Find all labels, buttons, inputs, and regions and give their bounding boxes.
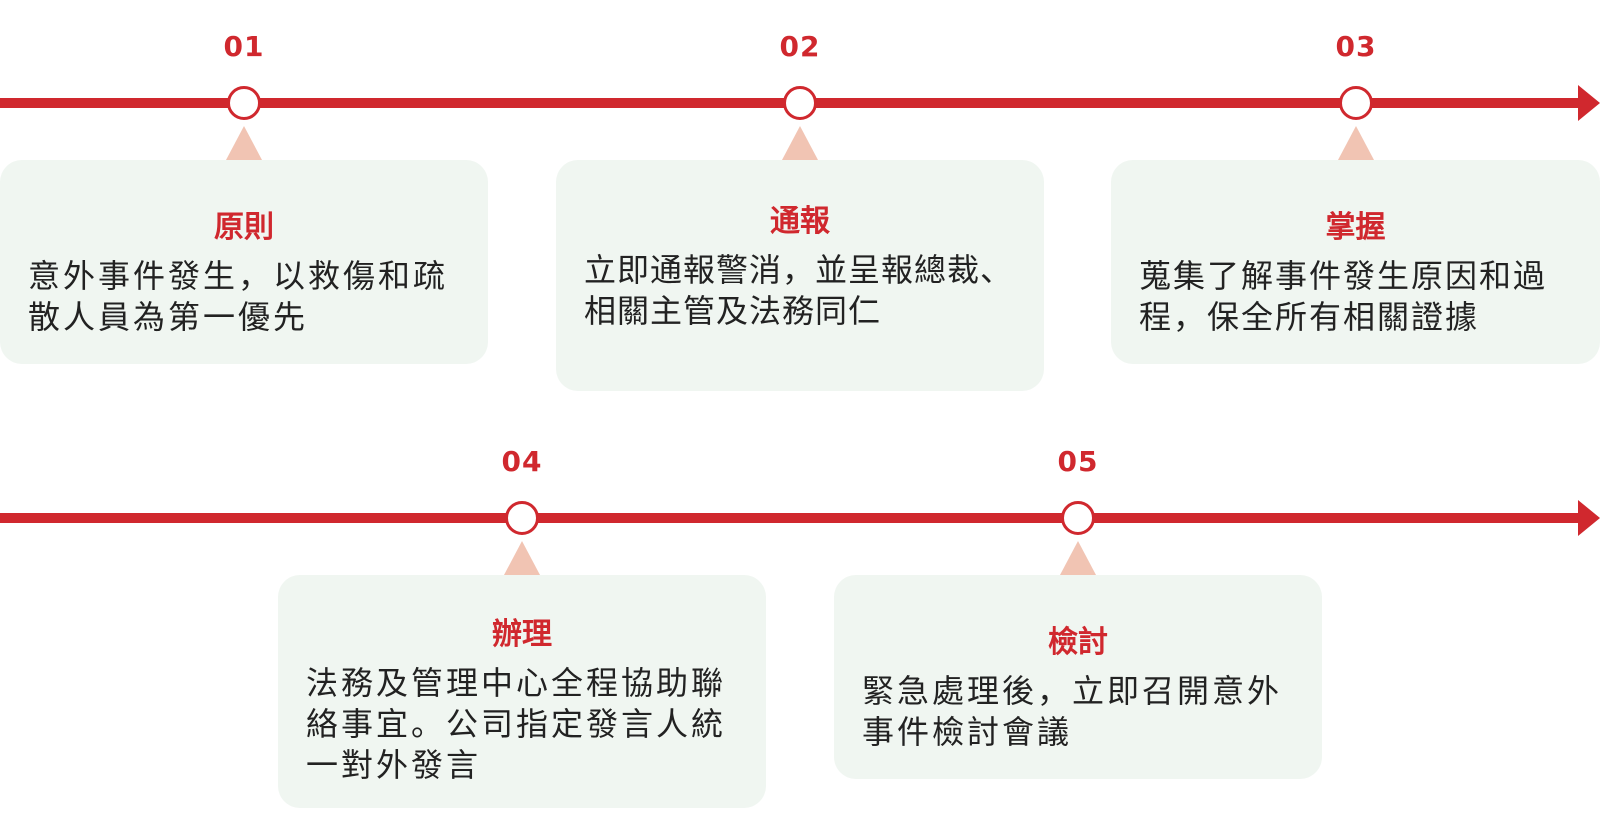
step-card: 原則 意外事件發生，以救傷和疏散人員為第一優先 [0, 160, 488, 364]
timeline-node [783, 86, 817, 120]
step-card: 掌握 蒐集了解事件發生原因和過程，保全所有相關證據 [1111, 160, 1600, 364]
timeline-node [227, 86, 261, 120]
step-description: 緊急處理後，立即召開意外事件檢討會議 [862, 672, 1283, 751]
card-pointer [504, 541, 540, 575]
timeline-node [505, 501, 539, 535]
timeline-node [1339, 86, 1373, 120]
card-pointer [226, 126, 262, 160]
step-number: 04 [501, 445, 543, 478]
step-title: 檢討 [1048, 625, 1108, 660]
card-pointer [1338, 126, 1374, 160]
timeline-node [1061, 501, 1095, 535]
card-pointer [1060, 541, 1096, 575]
step-title: 掌握 [1325, 210, 1386, 245]
step-number: 01 [223, 30, 265, 63]
step-title: 原則 [214, 210, 274, 245]
step-card: 通報 立即通報警消，並呈報總裁、相關主管及法務同仁 [556, 160, 1044, 391]
timeline-line-row-2 [0, 513, 1580, 523]
card-pointer [782, 126, 818, 160]
step-description: 立即通報警消，並呈報總裁、相關主管及法務同仁 [584, 251, 1014, 330]
timeline-arrow-row-1 [1578, 85, 1600, 121]
step-description: 法務及管理中心全程協助聯絡事宜。公司指定發言人統一對外發言 [306, 664, 727, 784]
step-description: 蒐集了解事件發生原因和過程，保全所有相關證據 [1139, 257, 1548, 336]
step-title: 通報 [770, 204, 830, 239]
step-number: 02 [779, 30, 821, 63]
step-card: 檢討 緊急處理後，立即召開意外事件檢討會議 [834, 575, 1322, 779]
step-card: 辦理 法務及管理中心全程協助聯絡事宜。公司指定發言人統一對外發言 [278, 575, 766, 808]
step-title: 辦理 [492, 617, 552, 652]
timeline-arrow-row-2 [1578, 500, 1600, 536]
step-number: 03 [1335, 30, 1377, 63]
step-description: 意外事件發生，以救傷和疏散人員為第一優先 [28, 257, 449, 336]
step-number: 05 [1057, 445, 1099, 478]
